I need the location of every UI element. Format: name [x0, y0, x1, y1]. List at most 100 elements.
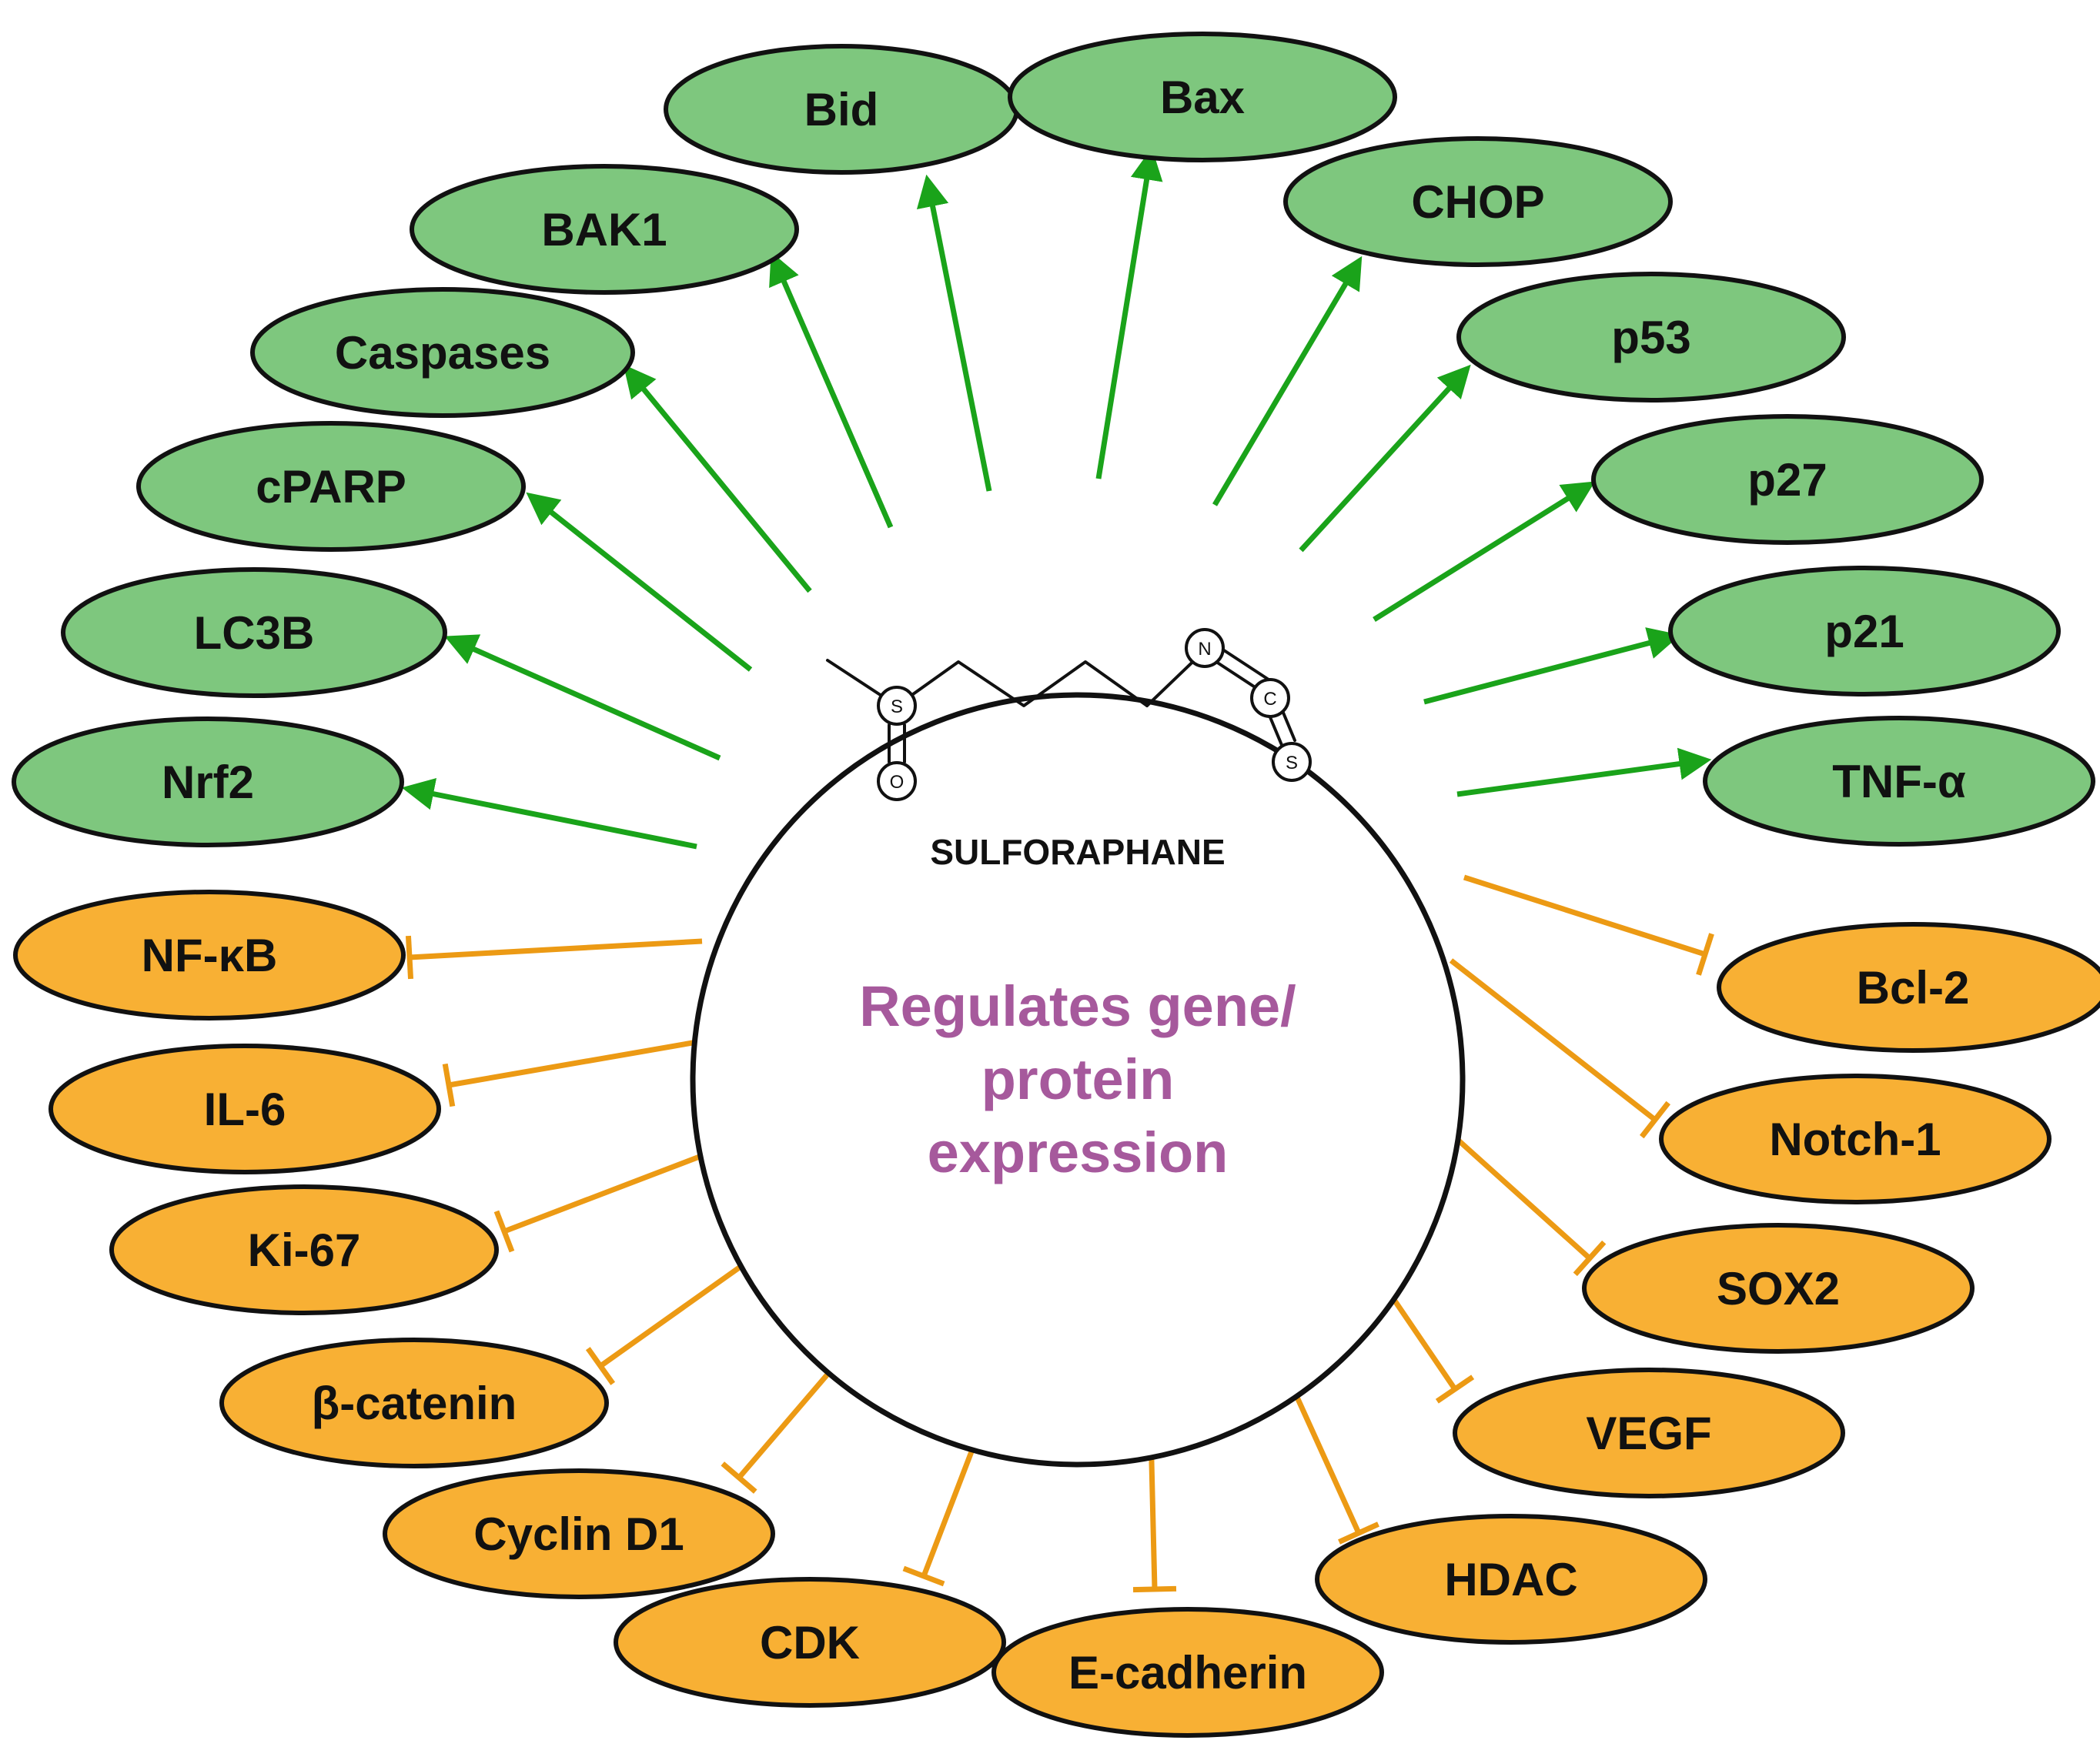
downregulated-node-notch-1: Notch-1	[1659, 1074, 2052, 1204]
activation-arrow-p53	[1299, 364, 1471, 553]
node-label-vegf: VEGF	[1586, 1408, 1711, 1459]
center-caption: Regulates gene/ protein expression	[859, 974, 1296, 1184]
inhibition-bar-notch-1	[1640, 1101, 1670, 1139]
inhibition-shaft-nf-kb	[409, 938, 703, 960]
activation-arrow-tnf-alpha	[1456, 747, 1712, 797]
node-label-il-6: IL-6	[204, 1084, 286, 1135]
node-label-cdk: CDK	[760, 1617, 860, 1668]
node-label-bax: Bax	[1160, 72, 1245, 123]
n-c-bond-2	[1222, 649, 1270, 681]
node-label-cparp: cPARP	[256, 461, 406, 513]
node-ellipse-cparp	[136, 421, 526, 552]
inhibition-shaft-notch-1	[1449, 958, 1657, 1122]
activation-arrow-p21	[1423, 627, 1681, 705]
node-ellipse-tnf-alpha	[1703, 716, 2095, 847]
node-ellipse-sox2	[1582, 1223, 1975, 1354]
node-label-cyclin-d1: Cyclin D1	[473, 1508, 684, 1560]
c-s-bond-2	[1282, 711, 1296, 742]
node-label-p53: p53	[1611, 312, 1690, 363]
inhibition-line-bcl-2	[1463, 874, 1714, 976]
node-label-hdac: HDAC	[1444, 1554, 1577, 1605]
upregulated-node-p53: p53	[1456, 272, 1846, 403]
node-ellipse-caspases	[250, 287, 635, 418]
node-ellipse-nrf2	[12, 716, 404, 847]
inhibition-shaft-bcl-2	[1463, 874, 1707, 957]
node-label-nrf2: Nrf2	[162, 757, 254, 808]
upregulated-node-nrf2: Nrf2	[12, 716, 404, 847]
activation-arrow-bak1	[769, 252, 894, 529]
node-label-lc3b: LC3B	[194, 607, 315, 659]
upregulated-node-caspases: Caspases	[250, 287, 635, 418]
activation-arrow-bid	[916, 174, 992, 492]
node-ellipse-bak1	[410, 164, 799, 295]
inhibition-line-notch-1	[1449, 958, 1670, 1139]
atom-sulfur: S	[891, 696, 903, 717]
inhibition-bar-il-6	[442, 1063, 456, 1107]
atom-carbon: C	[1263, 689, 1276, 710]
activation-arrow-p27	[1373, 481, 1596, 622]
node-ellipse-ki-67	[109, 1184, 499, 1315]
node-ellipse-hdac	[1315, 1514, 1707, 1645]
inhibition-line-nf-kb	[405, 935, 703, 980]
upregulated-node-p21: p21	[1668, 566, 2061, 696]
structure-atoms: S O N C S	[877, 628, 1312, 801]
inhibition-bar-sox2	[1573, 1240, 1607, 1277]
activation-arrow-lc3b	[444, 634, 721, 761]
downregulated-node-nf-kb: NF-κB	[13, 890, 406, 1020]
node-ellipse-nf-kb	[13, 890, 406, 1020]
node-ellipse-notch-1	[1659, 1074, 2052, 1204]
activation-arrow-nrf2	[401, 777, 697, 850]
c-s-bond-1	[1269, 716, 1283, 747]
node-ellipse-cyclin-d1	[383, 1468, 775, 1599]
inhibition-shaft-il-6	[448, 1034, 724, 1088]
activation-arrow-caspases	[623, 364, 812, 593]
downregulated-node-cdk: CDK	[614, 1577, 1006, 1708]
node-label-ki-67: Ki-67	[248, 1224, 361, 1276]
node-ellipse-chop	[1283, 136, 1673, 267]
downregulated-node-e-cadherin: E-cadherin	[991, 1607, 1384, 1738]
node-label-bak1: BAK1	[541, 204, 667, 256]
node-label-tnf-alpha: TNF-α	[1832, 756, 1966, 807]
upregulated-node-bid: Bid	[664, 44, 1019, 175]
node-label-chop: CHOP	[1411, 176, 1544, 228]
node-ellipse-lc3b	[61, 567, 447, 698]
node-ellipse-p21	[1668, 566, 2061, 696]
node-label-caspases: Caspases	[335, 327, 550, 379]
inhibition-line-il-6	[442, 1034, 724, 1107]
atom-oxygen: O	[890, 772, 905, 793]
node-ellipse-bax	[1008, 32, 1397, 162]
inhibition-bar-ki-67	[493, 1210, 515, 1253]
downregulated-node-sox2: SOX2	[1582, 1223, 1975, 1354]
activation-arrow-cparp	[526, 492, 753, 672]
node-label-nf-kb: NF-κB	[142, 930, 278, 981]
node-label-notch-1: Notch-1	[1769, 1114, 1941, 1165]
node-label-p27: p27	[1747, 454, 1827, 506]
upregulated-node-p27: p27	[1591, 414, 1984, 545]
node-ellipse-p27	[1591, 414, 1984, 545]
node-label-beta-catenin: β-catenin	[312, 1378, 517, 1429]
caption-line-3: expression	[928, 1121, 1229, 1184]
upregulated-node-bax: Bax	[1008, 32, 1397, 162]
inhibition-bar-vegf	[1435, 1375, 1475, 1404]
upregulated-node-bak1: BAK1	[410, 164, 799, 295]
downregulated-node-hdac: HDAC	[1315, 1514, 1707, 1645]
node-ellipse-vegf	[1453, 1368, 1845, 1498]
downregulated-node-bcl-2: Bcl-2	[1717, 922, 2100, 1053]
n-c-bond-1	[1215, 660, 1262, 693]
activation-arrow-chop	[1212, 256, 1363, 506]
atom-terminal-sulfur-circle	[1272, 742, 1312, 782]
node-ellipse-beta-catenin	[219, 1338, 609, 1468]
inhibition-bar-beta-catenin	[585, 1347, 616, 1385]
inhibition-bar-bcl-2	[1696, 933, 1714, 976]
node-label-bcl-2: Bcl-2	[1857, 962, 1970, 1014]
caption-line-1: Regulates gene/	[859, 974, 1296, 1038]
downregulated-node-vegf: VEGF	[1453, 1368, 1845, 1498]
node-label-sox2: SOX2	[1717, 1263, 1840, 1314]
node-ellipse-cdk	[614, 1577, 1006, 1708]
inhibition-bar-nf-kb	[405, 935, 414, 980]
downregulated-node-cyclin-d1: Cyclin D1	[383, 1468, 775, 1599]
node-label-bid: Bid	[804, 84, 879, 135]
downregulated-node-ki-67: Ki-67	[109, 1184, 499, 1315]
downregulated-node-beta-catenin: β-catenin	[219, 1338, 609, 1468]
